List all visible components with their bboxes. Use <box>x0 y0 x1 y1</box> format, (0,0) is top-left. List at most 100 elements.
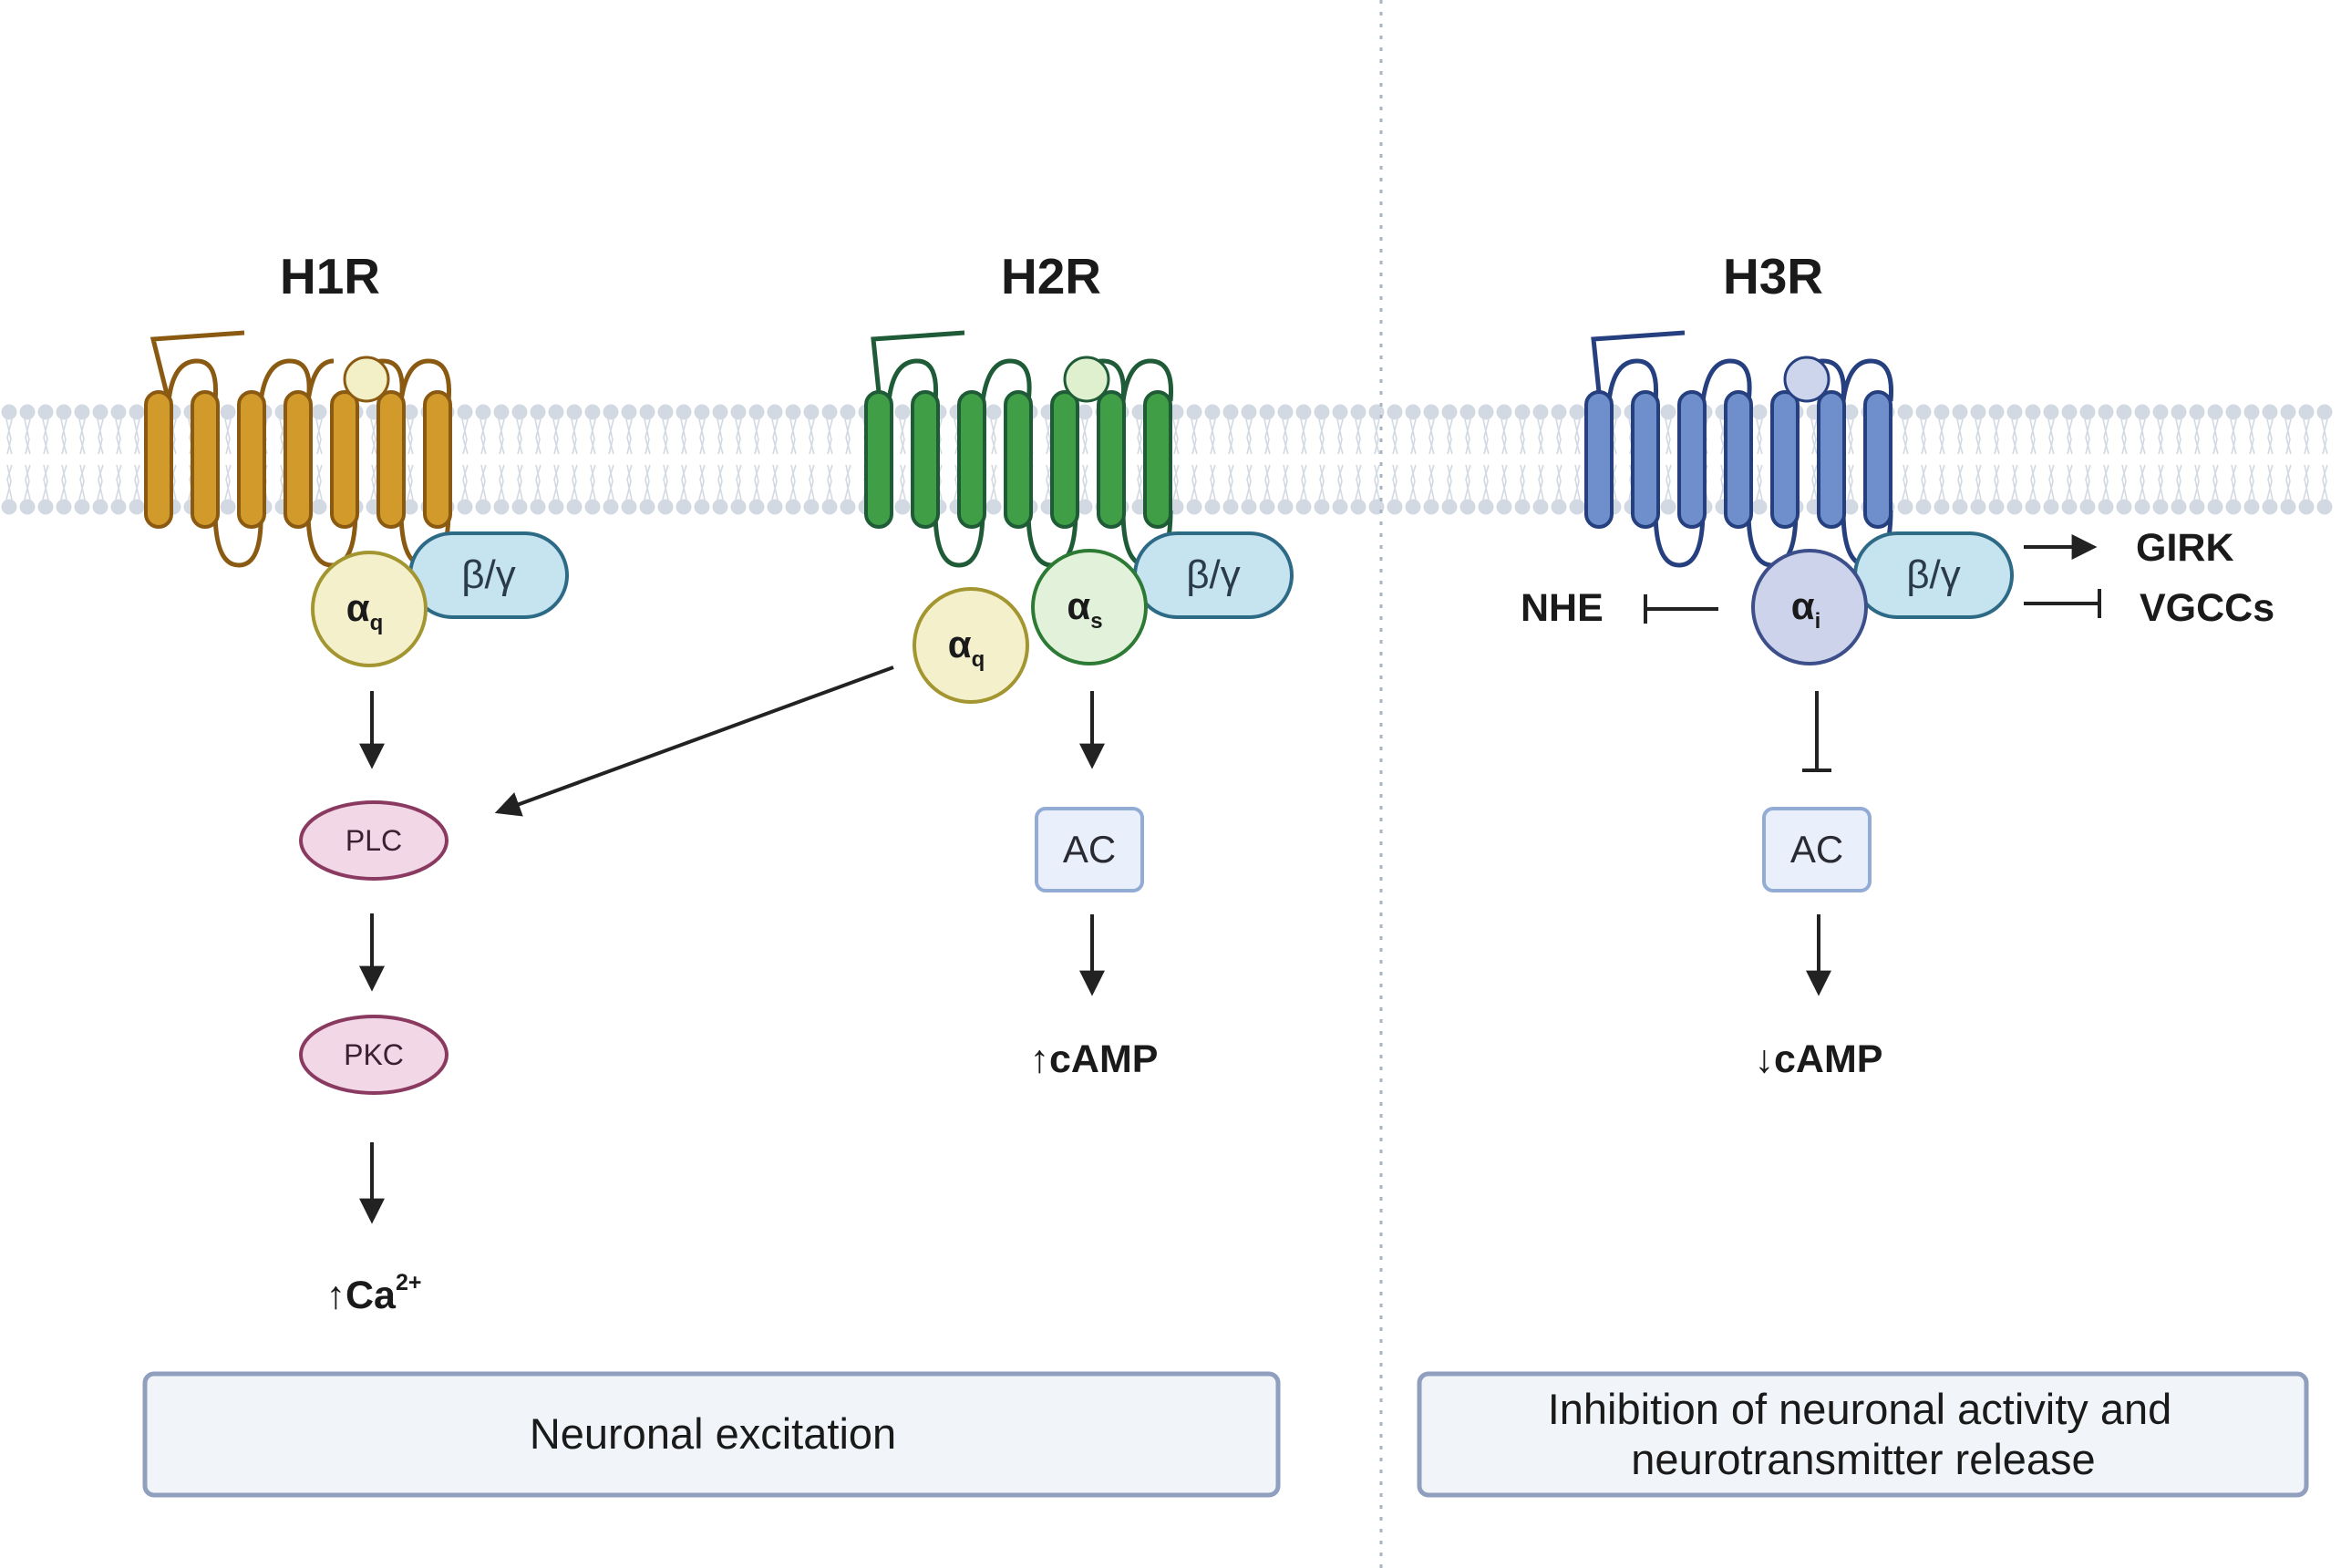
lipid-tail <box>1482 418 1490 500</box>
lipid-head <box>894 404 911 420</box>
h1r-helix-5 <box>330 390 359 529</box>
lipid-head <box>548 404 564 420</box>
lipid-head <box>2171 499 2187 515</box>
lipid-head <box>730 499 747 515</box>
lipid-tail <box>625 418 633 500</box>
h3r-alpha-i-label: αi <box>1791 584 1821 634</box>
h3r-helix-1 <box>1584 390 1614 529</box>
calcium-outcome: ↑Ca2+ <box>326 1270 422 1317</box>
h3r-ac-node <box>1762 807 1872 892</box>
lipid-tail <box>60 418 67 500</box>
lipid-head <box>2225 499 2242 515</box>
lipid-head <box>2207 499 2223 515</box>
lipid-head <box>985 499 1002 515</box>
lipid-head <box>1277 499 1294 515</box>
lipid-tail <box>607 418 614 500</box>
lipid-tail <box>1555 418 1562 500</box>
lipid-tail <box>42 418 49 500</box>
lipid-tail <box>1209 418 1216 500</box>
lipid-head <box>530 499 546 515</box>
lipid-tail <box>808 418 815 500</box>
lipid-tail <box>899 418 906 500</box>
lipid-tail <box>461 418 469 500</box>
lipid-head <box>840 404 856 420</box>
inhibition-label-line2: neurotransmitter release <box>1631 1435 2095 1483</box>
lipid-head <box>1204 404 1221 420</box>
lipid-head <box>1952 404 1968 420</box>
lipid-head <box>129 499 145 515</box>
lipid-head <box>566 499 583 515</box>
h3r-beta-gamma-label: β/γ <box>1906 552 1961 597</box>
lipid-head <box>748 404 765 420</box>
lipid-head <box>92 499 108 515</box>
lipid-head <box>2079 404 2096 420</box>
lipid-head <box>1277 404 1294 420</box>
lipid-head <box>1405 499 1421 515</box>
lipid-head <box>767 499 783 515</box>
h1r-helix-7 <box>423 390 452 529</box>
lipid-head <box>1222 404 1239 420</box>
lipid-tail <box>1263 418 1271 500</box>
lipid-tail <box>2303 418 2310 500</box>
h2r-beta-gamma-label: β/γ <box>1186 552 1241 597</box>
h1r-helix-6 <box>376 390 406 529</box>
lipid-head <box>1532 404 1549 420</box>
lipid-tail <box>407 418 414 500</box>
h1r-ligand-site <box>343 356 390 403</box>
lipid-head <box>110 499 127 515</box>
lipid-head <box>694 404 710 420</box>
lipid-tail <box>2266 418 2274 500</box>
h1r-alpha-q <box>311 551 428 667</box>
lipid-tail <box>1501 418 1508 500</box>
h3r-alpha-i <box>1751 549 1868 665</box>
lipid-head <box>621 499 637 515</box>
lipid-tail <box>1519 418 1526 500</box>
lipid-head <box>1314 499 1330 515</box>
lipid-head <box>1915 499 1932 515</box>
h2r-camp-outcome: ↑cAMP <box>1030 1037 1159 1081</box>
lipid-head <box>1842 499 1859 515</box>
inhibition-panel <box>1417 1371 2309 1498</box>
h3r-section: H3R β/γ αi NHE GIRK VGCCs AC ↓cAMP <box>1521 248 2274 1081</box>
lipid-tail <box>753 418 760 500</box>
lipid-tail <box>2321 418 2328 500</box>
vgccs-label: VGCCs <box>2140 586 2274 630</box>
lipid-head <box>2006 404 2023 420</box>
lipid-head <box>511 404 528 420</box>
lipid-head <box>1332 404 1348 420</box>
h2r-helix-6 <box>1097 390 1126 529</box>
h2r-helix-1 <box>864 390 893 529</box>
lipid-head <box>74 499 90 515</box>
lipid-head <box>1915 404 1932 420</box>
lipid-head <box>2262 499 2278 515</box>
h3r-helix-7 <box>1863 390 1892 529</box>
h2r-helix-2 <box>911 390 940 529</box>
pkc-node <box>299 1015 449 1095</box>
lipid-tail <box>97 418 104 500</box>
lipid-head <box>2061 499 2078 515</box>
lipid-head <box>894 499 911 515</box>
lipid-head <box>1423 404 1439 420</box>
h1r-section: H1R β/γ αq PLC PKC ↑Ca2+ <box>144 248 569 1317</box>
lipid-tail <box>1920 418 1927 500</box>
lipid-head <box>220 499 236 515</box>
lipid-head <box>2025 404 2041 420</box>
lipid-tail <box>2193 418 2201 500</box>
lipid-tail <box>1336 418 1344 500</box>
h3r-helix-3 <box>1677 390 1707 529</box>
lipid-head <box>548 499 564 515</box>
lipid-head <box>2243 499 2260 515</box>
lipid-tail <box>1373 418 1380 500</box>
lipid-head <box>1551 499 1567 515</box>
lipid-head <box>2152 404 2169 420</box>
lipid-tail <box>2102 418 2109 500</box>
lipid-tail <box>516 418 523 500</box>
h2r-helix-4 <box>1004 390 1033 529</box>
lipid-head <box>1532 499 1549 515</box>
lipid-tail <box>1756 418 1763 500</box>
lipid-tail <box>1318 418 1325 500</box>
lipid-head <box>311 404 327 420</box>
h3r-camp-outcome: ↓cAMP <box>1755 1037 1883 1081</box>
lipid-head <box>1988 499 2005 515</box>
lipid-head <box>1314 404 1330 420</box>
